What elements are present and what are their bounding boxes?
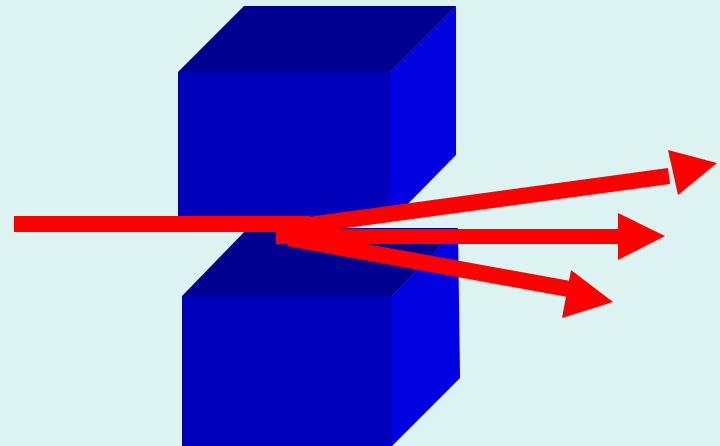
undeflected-beam-arrowhead bbox=[618, 213, 665, 260]
incident-beam bbox=[14, 216, 310, 232]
upper-cube-front-face bbox=[178, 72, 390, 222]
deflected-beam-down-arrowhead bbox=[562, 270, 613, 318]
lower-cube-front-face bbox=[182, 296, 392, 446]
deflected-beam-up-arrowhead bbox=[668, 150, 717, 195]
upper-cube bbox=[178, 6, 456, 222]
